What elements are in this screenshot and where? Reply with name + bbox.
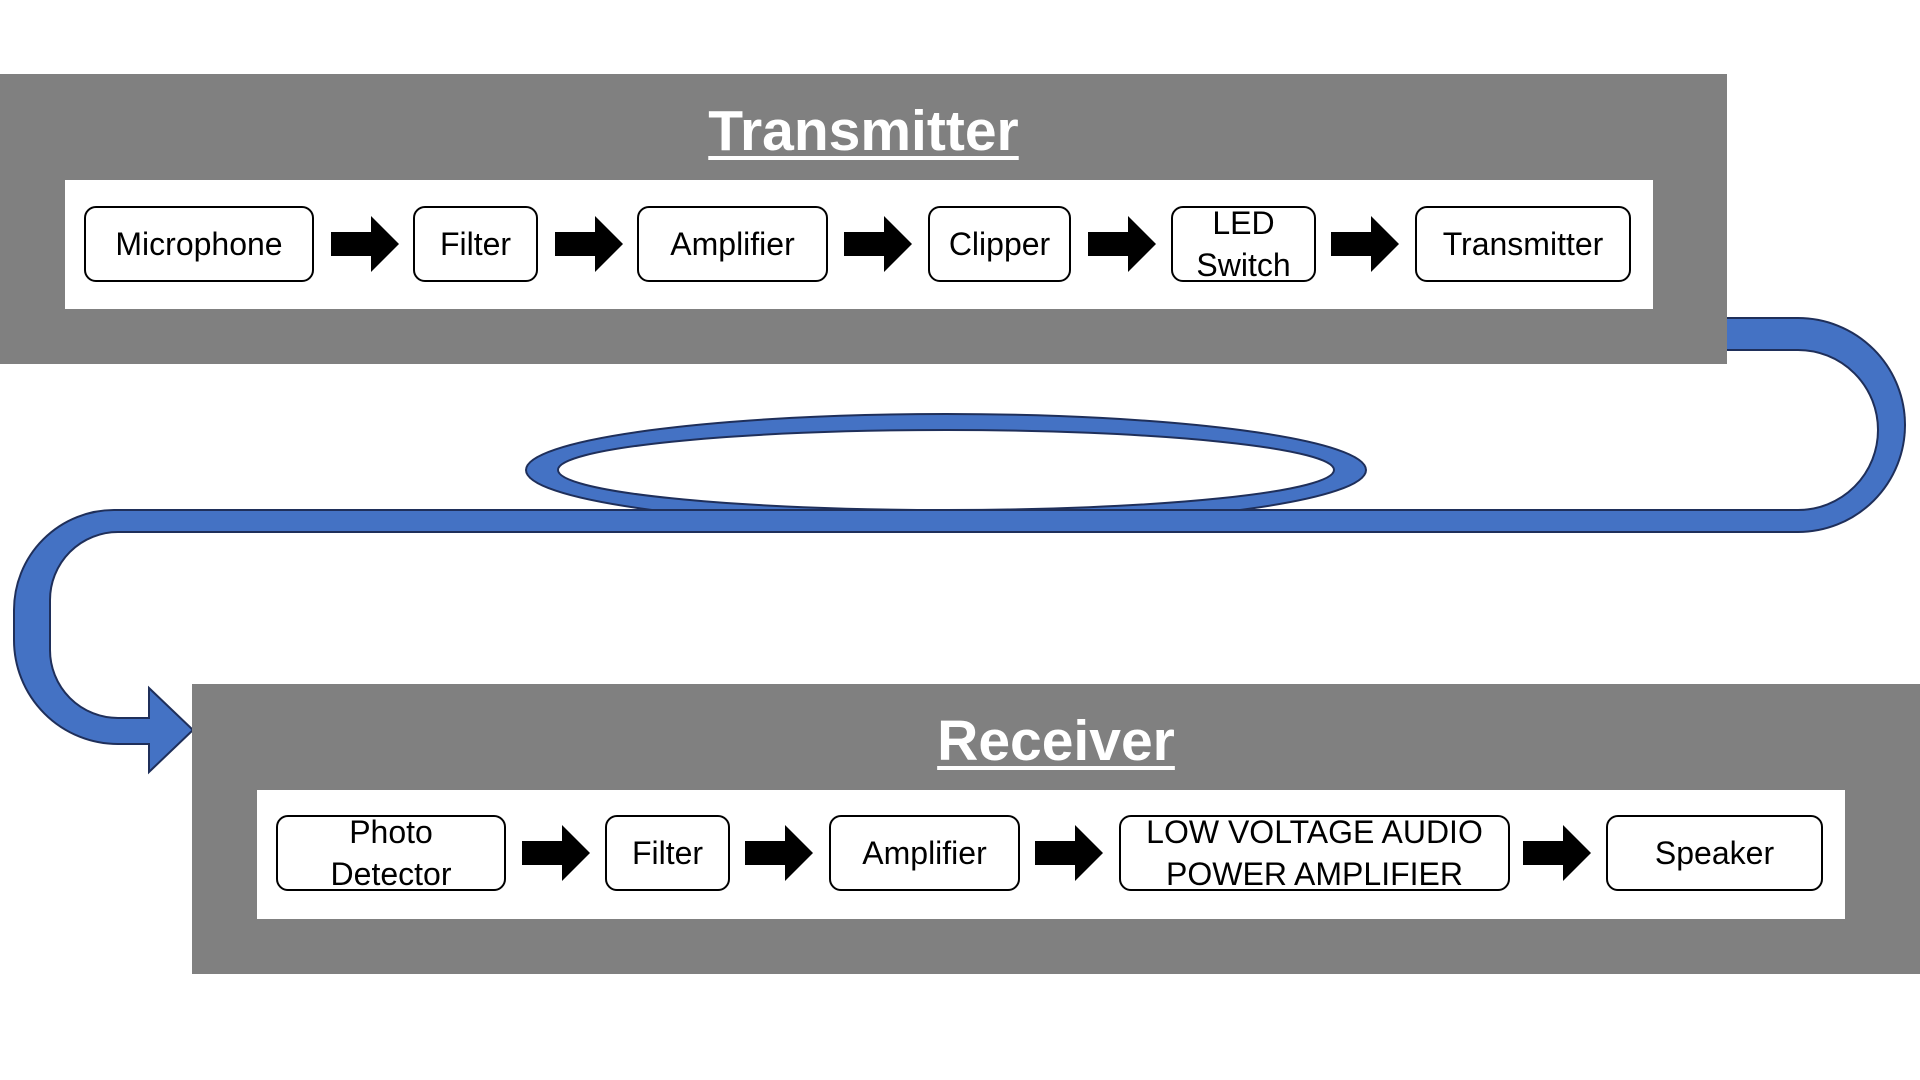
block-filter: Filter [605, 815, 730, 891]
arrow-right-icon [1035, 825, 1103, 881]
block-audio-power-amplifier: LOW VOLTAGE AUDIO POWER AMPLIFIER [1119, 814, 1510, 892]
block-led-switch: LED Switch [1171, 205, 1316, 283]
arrow-right-icon [1331, 216, 1399, 272]
block-microphone: Microphone [84, 206, 314, 282]
arrow-right-icon [745, 825, 813, 881]
transmitter-title: Transmitter [708, 99, 1019, 163]
block-clipper: Clipper [928, 206, 1071, 282]
arrow-right-icon [1088, 216, 1156, 272]
block-amplifier: Amplifier [829, 815, 1020, 891]
arrow-right-icon [844, 216, 912, 272]
arrow-right-icon [522, 825, 590, 881]
arrow-right-icon [555, 216, 623, 272]
block-speaker: Speaker [1606, 815, 1823, 891]
fiber-cable [13, 317, 1906, 775]
arrow-right-icon [1523, 825, 1591, 881]
block-transmitter: Transmitter [1415, 206, 1631, 282]
arrow-right-icon [331, 216, 399, 272]
block-photo-detector: Photo Detector [276, 814, 506, 892]
block-filter: Filter [413, 206, 538, 282]
block-amplifier: Amplifier [637, 206, 828, 282]
receiver-title: Receiver [937, 709, 1175, 773]
